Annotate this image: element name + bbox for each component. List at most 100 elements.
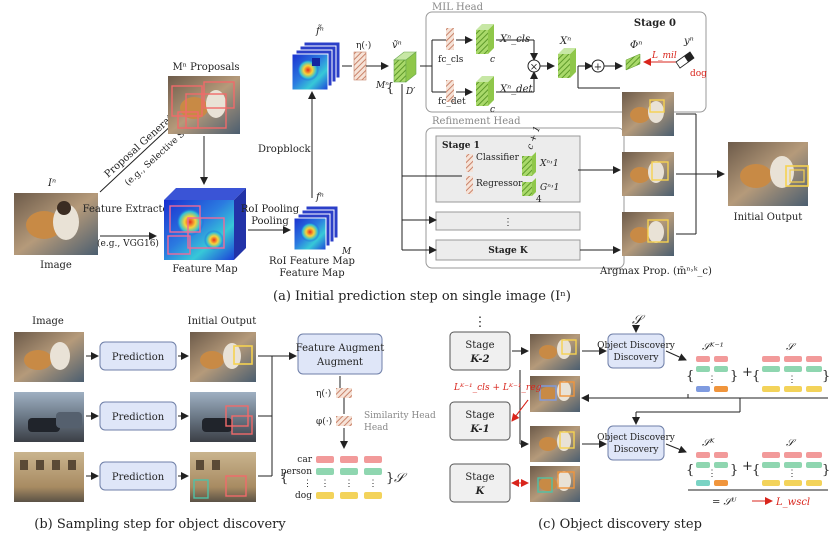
stage0-label: Stage 0 [634,18,676,29]
plus-1: + [742,365,753,380]
svg-text:Augment: Augment [316,357,363,368]
b-image-3 [14,452,84,502]
svg-text:×: × [530,62,538,73]
classifier-label: Classifier [476,153,520,163]
argmax-output-k [622,212,674,256]
roi-feature-stack [293,205,339,251]
dropblock-stack [291,41,341,91]
four-label: 4 [536,195,542,205]
c-image-4 [530,466,580,502]
x-cls-block [476,24,494,54]
b-brace: { [280,471,288,486]
stage-k1-box [449,401,511,441]
svg-text:}: } [730,369,738,384]
x-n-block [558,48,576,78]
b-eta-block [336,388,352,398]
c-s-symbol-2: 𝒮 [786,342,797,353]
c-s-symbol-1: 𝒮 [632,313,646,328]
svg-text:c: c [490,105,495,115]
plus-2: + [742,459,753,474]
eta-block [353,51,367,81]
stage-k2-sub: K-2 [469,354,489,365]
stage1-box [435,135,581,203]
s-k: 𝒮ᴷ [702,438,716,449]
svg-text:{: { [752,463,760,478]
b-image-1 [14,332,84,382]
svg-text:Head: Head [364,423,389,433]
dropblock-label: Dropblock [258,144,311,155]
fc-cls-block [446,28,454,50]
svg-text:}: } [730,463,738,478]
svg-text:M: M [341,247,352,257]
svg-text:{: { [686,463,694,478]
caption-c: (c) Object discovery step [538,517,702,532]
c-image-1 [530,334,580,370]
m-n-label: Mⁿ [375,81,389,91]
class-bars: ⋮⋮⋮ [316,456,382,499]
v-tilde-symbol: ṽⁿ [392,40,402,51]
v-tilde-block [393,51,417,83]
initial-output-label: Initial Output [734,212,803,223]
stage-dots: ⋮ [503,217,513,228]
object-discovery-label-2: Object Discovery [597,433,676,443]
g-n1-block [522,178,536,196]
prediction-button-2 [99,401,177,431]
phi-block [625,53,641,71]
mil-head-title: MIL Head [432,2,484,13]
feature-extractor-label: Feature Extractor [83,204,174,215]
proposals-image [168,76,240,134]
b-image-label: Image [32,316,64,327]
b-eta-label: η(·) [316,388,331,399]
input-image [14,193,98,255]
fc-cls-label: fc_cls [438,55,464,65]
loss-cls-reg: Lᴷ⁻¹_cls + Lᴷ⁻¹_reg [453,383,542,393]
stage-k2-label: Stage [465,340,494,351]
svg-text:}: } [822,463,830,478]
stage-k1-label: Stage [465,410,494,421]
b-output-2 [190,392,256,442]
stage-k-c-sub: K [475,486,486,497]
y-n-block [675,51,695,69]
svg-text:}: } [386,471,394,486]
feature-augment-label: Feature Augment [296,343,385,354]
fc-det-block [446,80,454,102]
g-n1-label: Gⁿ˒1 [540,183,559,193]
l-mil-label: L_mil [651,51,677,61]
roi-feature-label: RoI Feature Map [269,256,355,267]
svg-text:c: c [490,55,495,65]
svg-text:⋮: ⋮ [708,469,717,479]
b-output-1 [190,332,256,382]
stage-k-c-box [449,463,511,503]
svg-text:{: { [386,81,394,96]
initial-output-image [728,142,809,206]
phi-label: Φⁿ [630,40,642,51]
proposals-label: Mⁿ Proposals [172,62,239,73]
c-image-2 [530,376,580,412]
svg-text:⋮: ⋮ [345,479,354,489]
prediction-button-1 [99,341,177,371]
svg-text:Pooling: Pooling [251,216,289,227]
x-det-label: Xⁿ_det [499,84,533,95]
l-wscl: L_wscl [775,497,810,508]
f-n-symbol: fⁿ [315,192,324,203]
object-discovery-box-1 [607,333,665,369]
b-phi-label: φ(·) [316,416,332,427]
prediction-label-2: Prediction [112,412,165,423]
svg-text:⋮: ⋮ [788,375,797,385]
b-s-symbol: 𝒮 [394,471,408,486]
svg-text:Discovery: Discovery [614,353,660,363]
b-phi-block [336,416,352,426]
refinement-head-title: Refinement Head [432,116,521,127]
caption-b: (b) Sampling step for object discovery [34,517,286,532]
fc-det-label: fc_det [438,97,466,107]
s-rows-2: ⋮ [762,452,822,486]
svg-text:+: + [594,62,602,73]
stage-k-label: Stage K [488,246,529,256]
prediction-label-1: Prediction [112,352,165,363]
svg-text:{: { [752,369,760,384]
feature-augment-box [297,333,383,375]
x-n1-block [522,152,536,176]
stage-k-c-label: Stage [465,472,494,483]
feature-map-label: Feature Map [172,264,237,275]
